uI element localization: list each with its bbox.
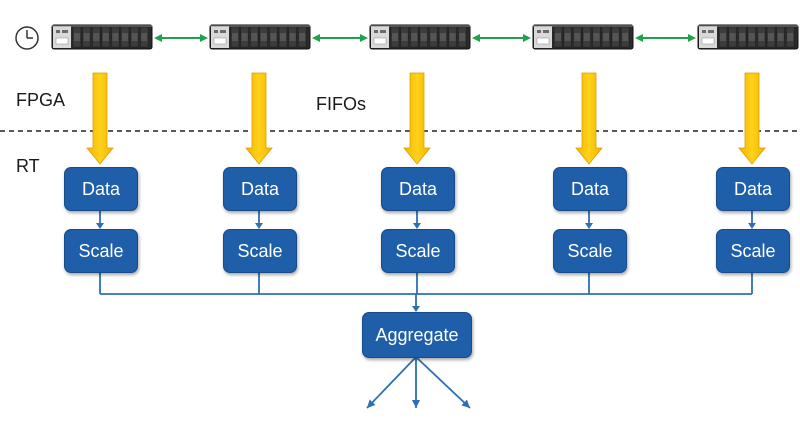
double-arrow-icon-2 (312, 34, 368, 42)
scale-node-3[interactable]: Scale (381, 229, 455, 273)
output-arrow-1 (366, 356, 417, 409)
data-to-scale-arrowhead-3 (413, 223, 421, 229)
aggregate-node[interactable]: Aggregate (362, 312, 472, 358)
connector-group (96, 210, 756, 409)
down-arrow-icon-1 (86, 72, 114, 165)
clock-icon (15, 26, 39, 50)
data-node-5[interactable]: Data (716, 167, 790, 211)
fpga-label: FPGA (16, 90, 66, 110)
down-arrow-icon-4 (575, 72, 603, 165)
data-to-scale-arrowhead-5 (748, 223, 756, 229)
scale-node-1[interactable]: Scale (64, 229, 138, 273)
data-to-scale-arrowhead-1 (96, 223, 104, 229)
daq-chassis-icon-1 (51, 24, 153, 50)
fifos-label: FIFOs (316, 94, 366, 114)
output-arrow-3 (415, 356, 471, 409)
sync-link-group (154, 34, 696, 42)
double-arrow-icon-3 (472, 34, 531, 42)
scale-node-5[interactable]: Scale (716, 229, 790, 273)
daq-chassis-icon-4 (532, 24, 634, 50)
data-node-4[interactable]: Data (553, 167, 627, 211)
bus-to-aggregate-arrowhead (412, 306, 420, 312)
chassis-group (51, 24, 799, 50)
data-node-2[interactable]: Data (223, 167, 297, 211)
daq-chassis-icon-2 (209, 24, 311, 50)
scale-node-4[interactable]: Scale (553, 229, 627, 273)
output-arrow-2 (412, 357, 420, 408)
data-node-1[interactable]: Data (64, 167, 138, 211)
data-to-scale-arrowhead-4 (585, 223, 593, 229)
double-arrow-icon-4 (635, 34, 696, 42)
down-arrow-icon-5 (738, 72, 766, 165)
rt-label: RT (16, 156, 40, 176)
down-arrow-icon-3 (403, 72, 431, 165)
fifo-arrow-group (86, 72, 766, 165)
scale-node-2[interactable]: Scale (223, 229, 297, 273)
double-arrow-icon-1 (154, 34, 208, 42)
data-to-scale-arrowhead-2 (255, 223, 263, 229)
data-node-3[interactable]: Data (381, 167, 455, 211)
daq-chassis-icon-5 (697, 24, 799, 50)
down-arrow-icon-2 (245, 72, 273, 165)
daq-chassis-icon-3 (369, 24, 471, 50)
